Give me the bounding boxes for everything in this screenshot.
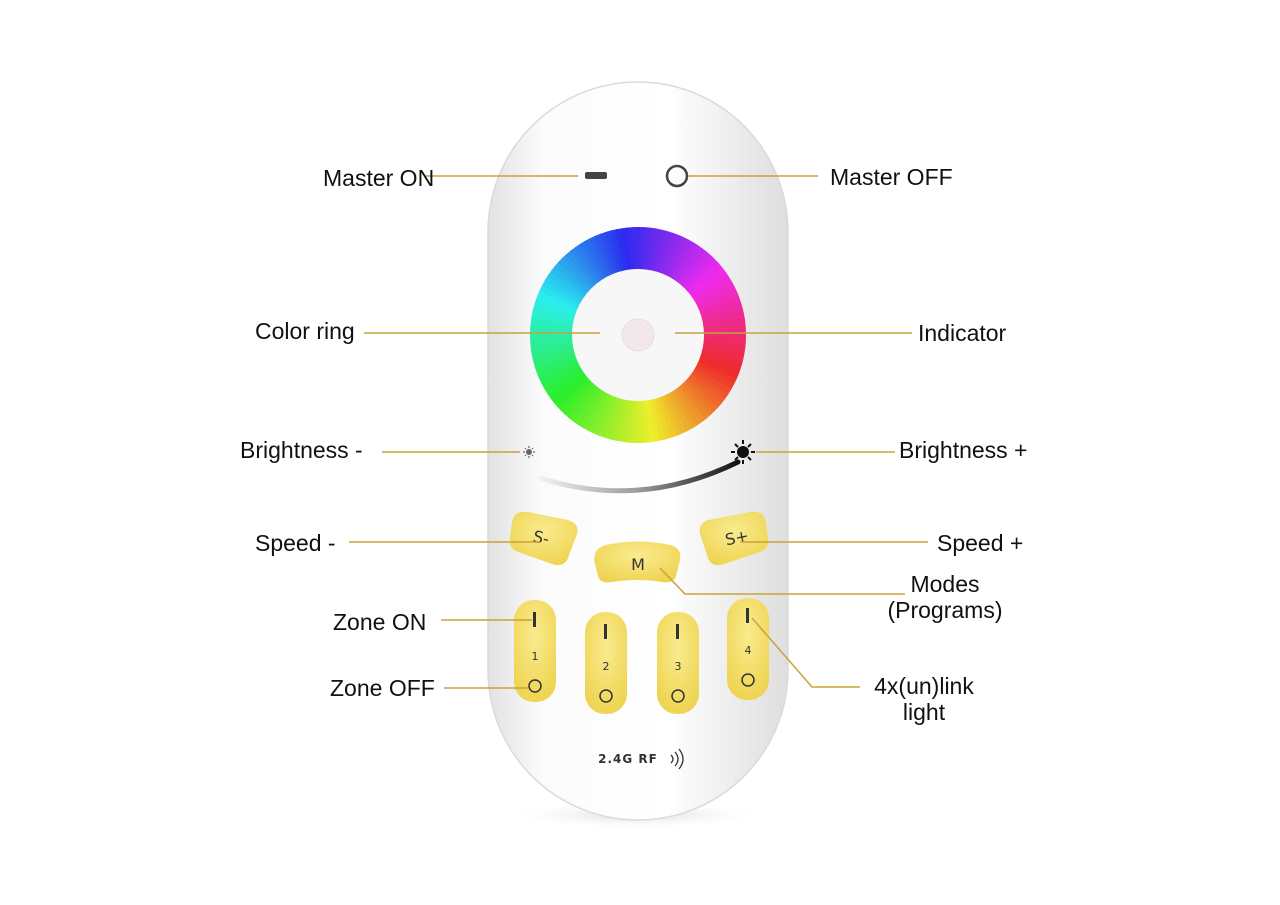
mode-glyph: M <box>631 555 645 574</box>
label-brightness-plus: Brightness + <box>899 437 1028 463</box>
label-speed-plus: Speed + <box>937 530 1024 556</box>
label-link: 4x(un)link light <box>848 673 1000 725</box>
label-modes-line2: (Programs) <box>887 597 1003 623</box>
leader-lines <box>349 175 928 689</box>
wireless-signal-icon <box>670 748 684 770</box>
brightness-plus-icon[interactable] <box>731 440 755 464</box>
speed-plus-glyph: S+ <box>723 526 750 549</box>
zone-button-4[interactable]: 4 <box>727 598 769 700</box>
master-on-button[interactable] <box>585 172 607 179</box>
speed-plus-button[interactable]: S+ <box>699 511 769 566</box>
label-color-ring: Color ring <box>255 318 355 344</box>
leader-link <box>751 617 860 688</box>
label-modes-line1: Modes <box>910 571 980 597</box>
zone-button-2[interactable]: 2 <box>585 612 627 714</box>
zone-number: 2 <box>603 660 610 673</box>
rf-label: 2.4G RF <box>598 752 658 766</box>
speed-minus-glyph: S- <box>531 527 551 549</box>
zone-number: 4 <box>745 644 752 657</box>
label-link-line1: 4x(un)link <box>874 673 974 699</box>
indicator-light <box>621 318 655 352</box>
label-speed-minus: Speed - <box>255 530 336 556</box>
zone-button-3[interactable]: 3 <box>657 612 699 714</box>
zone-button-1[interactable]: 1 <box>514 600 556 702</box>
label-master-on: Master ON <box>323 165 435 191</box>
label-master-off: Master OFF <box>830 164 953 190</box>
label-link-line2: light <box>902 699 946 725</box>
leader-modes <box>659 567 905 595</box>
zone-number: 3 <box>675 660 682 673</box>
label-brightness-minus: Brightness - <box>240 437 363 463</box>
label-zone-on: Zone ON <box>333 609 427 635</box>
mode-button[interactable]: M <box>594 541 681 583</box>
master-off-button[interactable] <box>665 164 689 188</box>
zone-number: 1 <box>532 650 539 663</box>
brightness-slider[interactable] <box>537 459 741 494</box>
label-indicator: Indicator <box>918 320 1007 346</box>
speed-minus-button[interactable]: S- <box>509 511 578 566</box>
brightness-minus-icon[interactable] <box>523 446 535 458</box>
label-zone-off: Zone OFF <box>330 675 435 701</box>
label-modes: Modes (Programs) <box>862 571 1028 623</box>
